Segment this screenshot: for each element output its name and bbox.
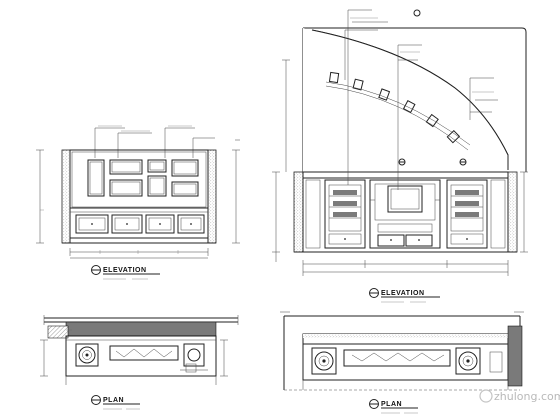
cove-light-fixtures bbox=[325, 71, 471, 151]
elevation-right-title: ELEVATION bbox=[381, 290, 425, 297]
plan-wall-right bbox=[507, 325, 523, 387]
wall-section-right-2 bbox=[507, 171, 518, 253]
wall-section-right bbox=[207, 149, 217, 244]
elevation-left-callouts bbox=[94, 125, 215, 158]
elevation-right: ELEVATION bbox=[272, 9, 528, 303]
plan-right-title: PLAN bbox=[381, 401, 402, 408]
ceiling-void bbox=[303, 28, 508, 172]
base-cabinets bbox=[62, 207, 216, 244]
elevation-right-title-block: ELEVATION bbox=[369, 288, 440, 303]
elevation-right-callouts bbox=[344, 9, 498, 190]
plan-right: PLAN bbox=[280, 311, 524, 414]
elevation-right-dimensions bbox=[272, 59, 528, 276]
wall-section-left-2 bbox=[293, 171, 304, 253]
elevation-left: ELEVATION bbox=[36, 125, 240, 280]
watermark: zhulong.com bbox=[479, 389, 560, 403]
plan-left: PLAN bbox=[40, 315, 239, 410]
upper-panel-grid bbox=[87, 159, 199, 197]
wall-section-left bbox=[61, 149, 71, 244]
section-markers bbox=[398, 9, 467, 166]
centre-display-panel bbox=[369, 179, 441, 249]
watermark-text: zhulong.com bbox=[494, 390, 560, 403]
plan-left-title: PLAN bbox=[103, 397, 124, 404]
plan-left-fixtures bbox=[75, 343, 208, 373]
right-display-shelf bbox=[446, 179, 488, 249]
plan-right-title-block: PLAN bbox=[369, 399, 418, 414]
plan-wall-left bbox=[65, 321, 217, 337]
plan-right-fixtures bbox=[311, 347, 503, 375]
elevation-left-title-block: ELEVATION bbox=[91, 265, 160, 280]
left-display-shelf bbox=[324, 179, 366, 249]
elevation-left-dimensions bbox=[36, 139, 240, 259]
plan-left-title-block: PLAN bbox=[91, 395, 140, 410]
elevation-left-title: ELEVATION bbox=[103, 267, 147, 274]
